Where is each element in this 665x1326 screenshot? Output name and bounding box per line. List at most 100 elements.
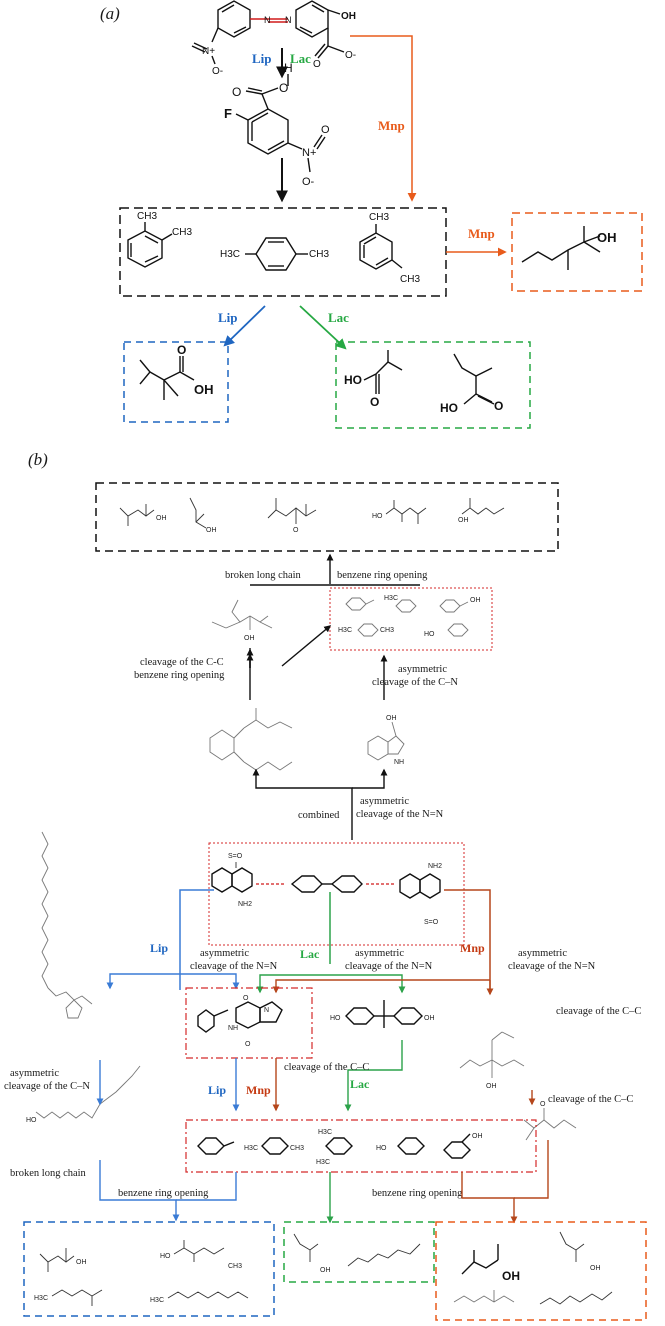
ho-atom-a1: HO bbox=[344, 373, 362, 387]
diketopiperazine-box bbox=[185, 987, 313, 1059]
lip-label-b1: Lip bbox=[150, 941, 168, 955]
combined-text: combined bbox=[298, 810, 340, 821]
ho-atom-a2: HO bbox=[440, 401, 458, 415]
h3c-b1: H3C bbox=[384, 595, 398, 602]
triethyl-citrate-right: OH bbox=[459, 1031, 525, 1090]
ch3-m2: CH3 bbox=[400, 274, 420, 285]
lip-product-box-b bbox=[23, 1221, 275, 1317]
oh-b1: OH bbox=[156, 515, 167, 522]
benzene-ring-opening-text-mnp: benzene ring opening bbox=[372, 1188, 463, 1199]
aromatic-products-b2: H3C CH3 H3C H3C HO OH bbox=[197, 1129, 483, 1166]
asym-nn-text-lip-1: asymmetric bbox=[200, 948, 249, 959]
ch3-b1: CH3 bbox=[380, 627, 394, 634]
ch3-b2: CH3 bbox=[290, 1145, 304, 1152]
oh-atom-a2: OH bbox=[597, 230, 617, 245]
mnp-arrow-b-bottom bbox=[461, 1172, 518, 1224]
asym-nn-text-top-1: asymmetric bbox=[360, 796, 409, 807]
nh-b1: NH bbox=[394, 759, 404, 766]
lip-label-a1: Lip bbox=[252, 51, 272, 66]
asym-nn-text-lac-1: asymmetric bbox=[355, 948, 404, 959]
asym-nn-text-mnp-2: cleavage of the N=N bbox=[508, 961, 596, 972]
cleavage-cc-text: cleavage of the C-C bbox=[140, 657, 224, 668]
dye-box-b bbox=[208, 842, 465, 946]
mnp-label-b2: Mnp bbox=[246, 1083, 271, 1097]
benzene-ring-opening-text-top: benzene ring opening bbox=[337, 570, 428, 581]
lip-arrow-a2 bbox=[223, 305, 266, 347]
panel-a-label: (a) bbox=[100, 4, 120, 23]
h3c-b5: H3C bbox=[316, 1159, 330, 1166]
final-products-box-b bbox=[95, 482, 559, 552]
benzene-ring-opening-text-lip: benzene ring opening bbox=[118, 1188, 209, 1199]
nplus-a1: N+ bbox=[202, 46, 215, 57]
lip-product-box-a bbox=[123, 341, 229, 423]
ho-b2: HO bbox=[424, 631, 435, 638]
o-atom-a4: O bbox=[321, 124, 330, 136]
panel-b-label: (b) bbox=[28, 450, 48, 469]
asym-cn-text-1a: asymmetric bbox=[398, 664, 447, 675]
ch3-o1: CH3 bbox=[137, 211, 157, 222]
lac-arrow-b-mid bbox=[344, 1040, 403, 1112]
f-atom-a1: F bbox=[224, 106, 232, 121]
p-xylene: H3C CH3 bbox=[220, 237, 329, 271]
lip-arrow-b-right bbox=[180, 973, 240, 990]
nh-b2: NH bbox=[228, 1025, 238, 1032]
mnp-products-b: OH OH bbox=[453, 1231, 613, 1305]
broken-long-chain-text-top: broken long chain bbox=[225, 570, 302, 581]
oh-b7: OH bbox=[424, 1015, 435, 1022]
broken-long-chain-text-bottom: broken long chain bbox=[10, 1168, 87, 1179]
bisphenol-a: HO OH bbox=[330, 1000, 435, 1028]
small-aromatics: H3C OH H3C CH3 HO bbox=[338, 595, 481, 638]
o-minus-a3: O- bbox=[302, 176, 315, 188]
azo-n-2: N bbox=[285, 15, 292, 25]
azo-dye-molecule-b: S=O NH2 NH2 S=O bbox=[211, 853, 442, 926]
mnp-arrow-b-left bbox=[272, 979, 490, 994]
asym-nn-text-top-2: cleavage of the N=N bbox=[356, 809, 444, 820]
dimethyl-hexanone: O bbox=[523, 1101, 577, 1141]
m-xylene: CH3 CH3 bbox=[359, 212, 420, 285]
arrow-combined-left bbox=[252, 768, 353, 840]
methylbutanoic-acid: O HO bbox=[440, 353, 503, 415]
lip-label-a2: Lip bbox=[218, 310, 238, 325]
lac-label-b2: Lac bbox=[350, 1077, 370, 1091]
o-atom-a1: O bbox=[313, 59, 321, 70]
oh-b11: OH bbox=[320, 1267, 331, 1274]
ho-b4: HO bbox=[26, 1117, 37, 1124]
asym-cn-text-2b: cleavage of the C–N bbox=[4, 1081, 90, 1092]
lac-product-box-b bbox=[283, 1221, 435, 1283]
o-b3: O bbox=[245, 1041, 251, 1048]
isobutyric-acid: HO O bbox=[344, 350, 403, 409]
cleavage-cc-dash-text-1: cleavage of the C–C bbox=[556, 1006, 641, 1017]
mnp-product-box-b bbox=[435, 1221, 647, 1321]
oh-b3: OH bbox=[458, 517, 469, 524]
asym-nn-text-mnp-1: asymmetric bbox=[518, 948, 567, 959]
asym-cn-text-1b: cleavage of the C–N bbox=[372, 677, 458, 688]
o-b1: O bbox=[293, 527, 299, 534]
lac-label-a1: Lac bbox=[290, 51, 311, 66]
azo-n-1: N bbox=[264, 15, 271, 25]
lac-label-a2: Lac bbox=[328, 310, 349, 325]
lac-arrow-a2 bbox=[299, 305, 347, 350]
oh-b4: OH bbox=[244, 635, 255, 642]
lip-arrow-b-bottom bbox=[99, 1160, 180, 1222]
nplus-a2: N+ bbox=[302, 147, 316, 159]
phthalate-ester bbox=[209, 708, 293, 782]
h-atom-a1: H bbox=[284, 61, 293, 75]
lac-label-b1: Lac bbox=[300, 947, 320, 961]
top-products-structures: OH OH O HO OH bbox=[119, 497, 505, 534]
lip-label-b2: Lip bbox=[208, 1083, 226, 1097]
mnp-product-box-a bbox=[511, 212, 643, 292]
o-b2: O bbox=[243, 995, 249, 1002]
h3c-b2: H3C bbox=[338, 627, 352, 634]
mnp-label-a1: Mnp bbox=[378, 118, 405, 133]
mnp-join-b bbox=[514, 1140, 549, 1199]
triethyl-citrate: OH bbox=[211, 599, 273, 642]
lip-arrow-b-left bbox=[106, 973, 180, 990]
o-atom-a2: O bbox=[232, 85, 241, 99]
oh-b9: OH bbox=[472, 1133, 483, 1140]
oh-b5: OH bbox=[470, 597, 481, 604]
o-atom-a3: O bbox=[279, 81, 288, 95]
h3c-b7: H3C bbox=[150, 1297, 164, 1304]
h3c-p: H3C bbox=[220, 249, 240, 260]
mnp-branch-line bbox=[444, 889, 491, 990]
